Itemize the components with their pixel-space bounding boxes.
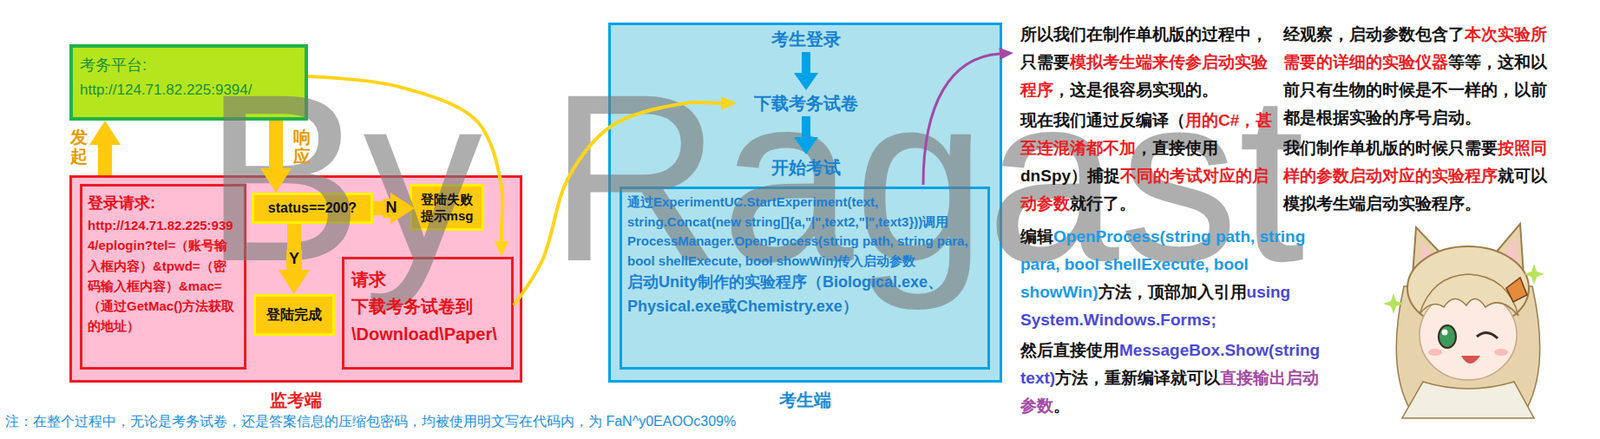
region-heading: 考生端 (610, 388, 1000, 412)
leader-arrow (923, 53, 1000, 185)
step-text: 考生登录 (754, 26, 859, 53)
note-column: 经观察，启动参数包含了本次实验所需要的详细的实验仪器等等，这和以前只有生物的时候… (1283, 20, 1548, 221)
node-text: 通过ExperimentUC.StartExperiment(text, str… (627, 192, 983, 271)
step-text: 下载考务试卷 (736, 90, 876, 117)
note-text: 方法，顶部加入引用 (1098, 282, 1247, 302)
flow-arrow (268, 120, 283, 169)
flow-arrow (308, 76, 503, 242)
edge-label: 发起 (70, 127, 88, 166)
note-text: ，这是很容易实现的。 (1053, 80, 1219, 99)
footnote: 注：在整个过程中，无论是考务试卷，还是答案信息的压缩包密码，均被使用明文写在代码… (5, 413, 736, 432)
node-text: 登录请求: (87, 191, 239, 216)
download-request-box: 请求下载考务试卷到 \Download\Paper\ (341, 256, 514, 370)
region-heading: 监考端 (72, 388, 520, 412)
note-text: 经观察，启动参数包含了 (1283, 25, 1465, 44)
login-request-box: 登录请求:http://124.71.82.225:9394/eplogin?t… (79, 183, 247, 370)
node-text: 登陆失败 提示msg (414, 190, 479, 225)
node-text: 下载考务试卷 (736, 91, 876, 115)
flow-arrow (801, 116, 811, 138)
note-text: 方法，重新编译就可以 (1055, 368, 1220, 387)
sparkle (1383, 293, 1404, 315)
node-text: 登陆完成 (259, 306, 329, 323)
edge-label: Y (286, 249, 302, 269)
node-text: 开始考试 (754, 156, 859, 179)
node-body: http://124.71.82.225:9394/eplogin?tel=（账… (87, 215, 239, 337)
node-body: 下载考务试卷到 \Download\Paper\ (351, 292, 505, 348)
edge-label: N (383, 198, 400, 218)
mascot-illustration (1396, 223, 1540, 419)
note-text: 编辑 (1020, 227, 1054, 246)
note-text: 现在我们通过反编译（ (1020, 111, 1186, 130)
note-text: 我们制作单机版的时候只需要 (1283, 138, 1498, 158)
node-text: 请求 (351, 266, 505, 293)
node-text: 考务平台: (79, 52, 298, 79)
note-paragraph: 我们制作单机版的时候只需要按照同样的参数启动对应的实验程序就可以模拟考生端启动实… (1283, 134, 1548, 218)
node-body: 启动Unity制作的实验程序（Biological.exe、Physical.e… (627, 270, 983, 320)
note-text: 就行了。 (1069, 194, 1136, 213)
flow-arrow (98, 144, 112, 176)
step-text: 开始考试 (754, 154, 859, 181)
sparkle (1523, 263, 1545, 285)
edge-label: 响应 (293, 127, 311, 166)
node-text: status==200? (257, 199, 368, 217)
note-paragraph: 然后直接使用MessageBox.Show(string text)方法，重新编… (1020, 336, 1329, 420)
note-text: 。 (1053, 396, 1070, 415)
node-body: http://124.71.82.225:9394/ (79, 78, 298, 102)
fail-box: 登陆失败 提示msg (409, 183, 485, 231)
note-paragraph: 经观察，启动参数包含了本次实验所需要的详细的实验仪器等等，这和以前只有生物的时候… (1283, 20, 1548, 132)
note-text: 然后直接使用 (1020, 340, 1120, 360)
done-box: 登陆完成 (253, 294, 335, 336)
node-text: 考生登录 (754, 27, 859, 51)
launch-code-box: 通过ExperimentUC.StartExperiment(text, str… (619, 186, 991, 370)
